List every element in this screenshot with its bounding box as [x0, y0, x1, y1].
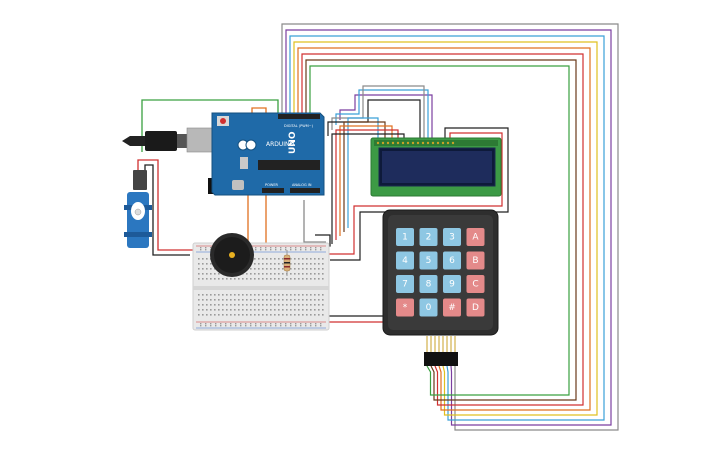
keypad-key-label: 6 [449, 256, 455, 266]
capacitor [232, 180, 244, 190]
keypad-key-label: A [472, 233, 479, 243]
resistor [283, 250, 291, 276]
breadboard-wire-2 [303, 200, 326, 243]
digital-label: DIGITAL (PWM~) [284, 124, 314, 128]
keypad-key-label: * [403, 303, 408, 313]
keypad-key[interactable]: A [466, 228, 485, 246]
lcd-wire [335, 129, 399, 240]
keypad-wire [293, 41, 598, 416]
lcd-wire [343, 121, 386, 232]
microcontroller-chip [258, 160, 320, 170]
lcd-wire [335, 89, 429, 140]
keypad-key[interactable]: # [443, 298, 461, 317]
keypad-key-label: 5 [426, 256, 432, 266]
keypad-key-label: C [472, 280, 478, 290]
analog-header [290, 188, 320, 193]
usb-connector [122, 127, 216, 153]
keypad-wire [281, 23, 619, 431]
servo-motor [124, 170, 152, 248]
keypad-key[interactable]: B [466, 251, 485, 270]
keypad-key[interactable]: D [466, 298, 485, 317]
keypad-key[interactable]: 7 [396, 275, 414, 293]
lcd-wire [339, 94, 433, 140]
keypad-key[interactable]: 8 [419, 275, 438, 293]
keypad-key-label: 2 [426, 233, 432, 243]
servo-ground-wire [144, 164, 190, 256]
keypad-wire [285, 29, 612, 426]
servo-power-wire [137, 159, 195, 251]
keypad-wire [289, 35, 605, 421]
lcd-wire [327, 99, 421, 140]
board-model: ARDUINO [266, 141, 295, 148]
keypad-key[interactable]: 2 [419, 228, 438, 246]
keypad-wire [305, 59, 577, 401]
power-label: POWER [265, 183, 279, 187]
keypad-key[interactable]: 4 [396, 251, 414, 270]
keypad-key[interactable]: 0 [419, 298, 438, 317]
lcd-power-wire [330, 127, 509, 261]
keypad-wires [281, 23, 619, 431]
lcd-wire [331, 133, 405, 244]
crystal [240, 157, 248, 169]
keypad-wire [309, 65, 570, 396]
keypad-key[interactable]: C [466, 275, 485, 293]
arduino-uno: ARDUINO UNO DIGITAL (PWM~) POWER ANALOG … [211, 112, 325, 196]
power-header [262, 188, 284, 193]
keypad-key-label: 3 [449, 233, 455, 243]
lcd-wire [347, 117, 379, 228]
keypad-key[interactable]: 3 [443, 228, 461, 246]
lcd-wire [331, 85, 425, 140]
keypad-key-label: B [472, 256, 478, 266]
analog-label: ANALOG IN [292, 183, 312, 187]
keypad-key-label: 4 [402, 256, 408, 266]
keypad-key-label: 1 [402, 233, 408, 243]
keypad-key-label: 0 [426, 303, 432, 313]
keypad-key[interactable]: 9 [443, 275, 461, 293]
keypad-key-label: 8 [426, 280, 432, 290]
keypad-wire [301, 53, 584, 406]
keypad-key-label: 7 [402, 280, 408, 290]
lcd-wires [320, 85, 509, 261]
keypad-key-label: # [448, 303, 456, 313]
keypad-4x4: 1 2 3 A 4 5 6 B 7 8 9 C * 0 # D [382, 209, 499, 366]
lcd-wire [339, 125, 393, 236]
keypad-wire [297, 47, 591, 411]
keypad-connector [424, 352, 458, 366]
keypad-key[interactable]: 6 [443, 251, 461, 270]
keypad-key[interactable]: * [396, 298, 414, 317]
keypad-key-label: D [472, 303, 479, 313]
infinity-logo-icon [245, 139, 257, 151]
servo-signal-wire [141, 99, 279, 152]
piezo-buzzer [210, 233, 254, 277]
lcd-power-wire [320, 132, 503, 255]
lcd-display [370, 137, 502, 197]
digital-header [278, 114, 320, 119]
keypad-key[interactable]: 5 [419, 251, 438, 270]
board-brand: UNO [288, 131, 298, 154]
keypad-key-label: 9 [449, 280, 455, 290]
keypad-key[interactable]: 1 [396, 228, 414, 246]
